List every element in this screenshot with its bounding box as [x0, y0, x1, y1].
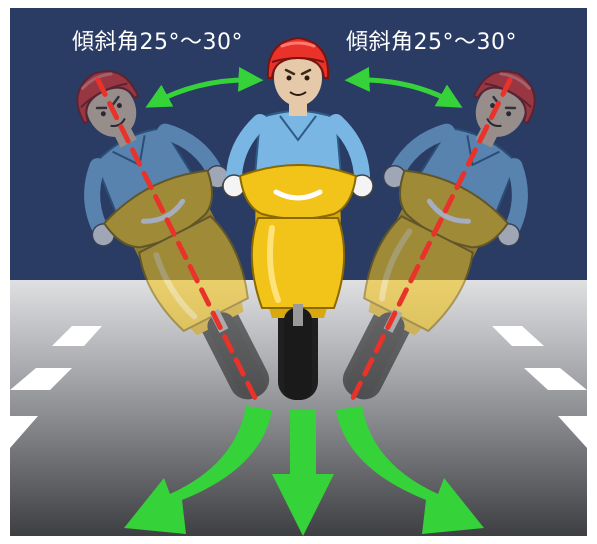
turn-right-arrow: [336, 406, 484, 534]
turn-left-arrow: [124, 406, 272, 534]
direction-arrows: [124, 406, 484, 536]
angle-arrow-left: [145, 66, 264, 108]
angle-arrow-right: [344, 66, 463, 108]
straight-arrow: [272, 410, 334, 536]
lane-markings: [10, 326, 587, 448]
lean-angle-label-left: 傾斜角25°〜30°: [72, 30, 243, 55]
lean-line-left: [95, 77, 261, 407]
lean-angle-illustration: 傾斜角25°〜30° 傾斜角25°〜30°: [10, 8, 587, 536]
lean-angle-label-right: 傾斜角25°〜30°: [346, 30, 517, 55]
lean-line-right: [347, 77, 513, 407]
